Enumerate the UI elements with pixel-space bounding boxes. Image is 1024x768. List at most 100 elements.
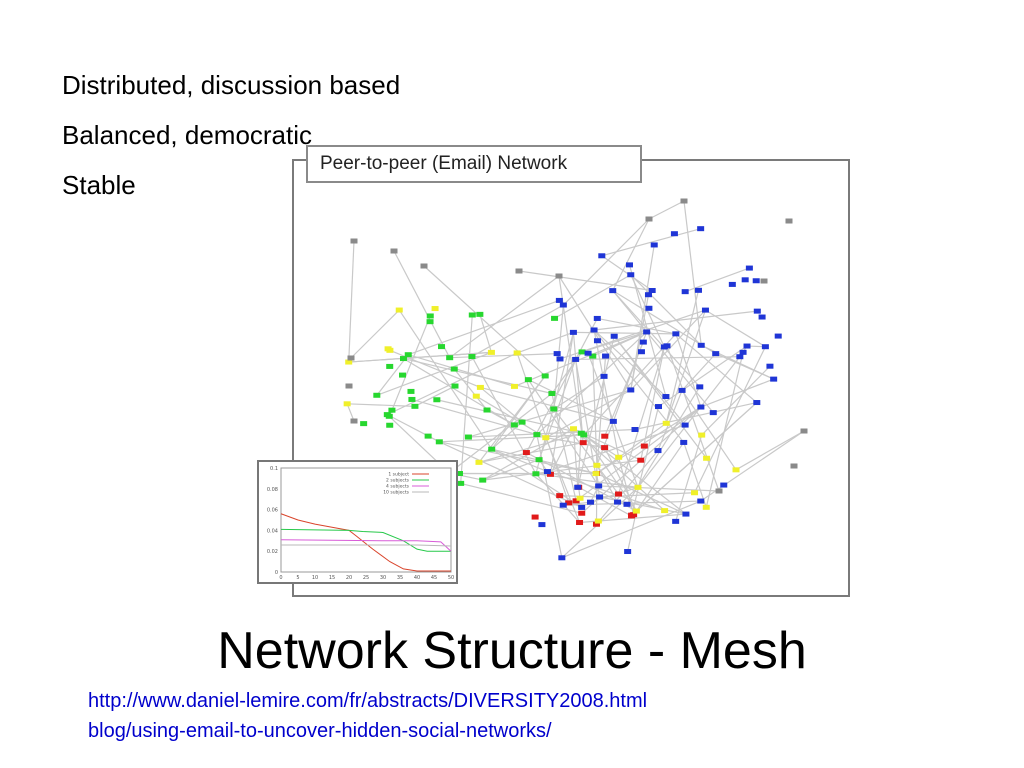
network-node [644, 292, 652, 298]
network-edge [601, 255, 653, 292]
network-node [697, 342, 705, 348]
network-node [408, 396, 416, 402]
network-node [479, 477, 487, 483]
network-node [712, 351, 720, 357]
reference-link[interactable]: blog/using-email-to-uncover-hidden-socia… [88, 720, 552, 742]
network-node [385, 413, 393, 419]
network-node [556, 356, 564, 362]
network-edge [535, 473, 580, 523]
network-edge [536, 331, 648, 436]
network-node [680, 198, 688, 204]
inset-xtick-label: 50 [448, 575, 454, 581]
inset-legend-label: 10 subjects [383, 490, 409, 496]
network-node [522, 450, 530, 456]
network-node [681, 289, 689, 295]
network-edge [700, 378, 774, 408]
network-node [672, 518, 680, 524]
network-edge [589, 485, 600, 503]
network-node [531, 514, 539, 520]
network-node [576, 520, 584, 526]
network-node [720, 482, 728, 488]
network-node [760, 278, 768, 284]
network-edge [630, 274, 665, 348]
network-node [623, 501, 631, 507]
inset-xtick-label: 25 [363, 575, 369, 581]
network-node [373, 392, 381, 398]
network-node [569, 426, 577, 432]
network-edge [613, 335, 708, 459]
network-edge [468, 428, 636, 438]
network-node [774, 333, 782, 339]
network-node [632, 508, 640, 514]
reference-link[interactable]: http://www.daniel-lemire.com/fr/abstract… [88, 690, 648, 712]
network-edges [346, 200, 805, 559]
network-edge [376, 354, 409, 396]
network-node [350, 238, 358, 244]
network-node [709, 410, 717, 416]
network-node [510, 422, 518, 428]
network-edge [475, 395, 547, 439]
network-node [558, 555, 566, 561]
network-figure-title: Peer-to-peer (Email) Network [306, 145, 642, 183]
inset-xtick-label: 20 [346, 575, 352, 581]
network-edge [478, 442, 584, 463]
network-node [594, 518, 602, 524]
network-node [532, 471, 540, 477]
network-node [593, 462, 601, 468]
bullet-list: Distributed, discussion based Balanced, … [62, 60, 400, 210]
network-node [390, 248, 398, 254]
network-node [435, 439, 443, 445]
network-edge [547, 471, 665, 512]
network-edge [468, 389, 631, 438]
network-node [601, 433, 609, 439]
inset-xtick-label: 0 [279, 575, 282, 581]
network-node [468, 312, 476, 318]
network-edge [348, 351, 492, 363]
network-node [386, 363, 394, 369]
network-node [555, 297, 563, 303]
network-edge [705, 309, 766, 348]
inset-xtick-label: 15 [329, 575, 335, 581]
network-edge [601, 228, 701, 257]
network-edge [528, 379, 614, 422]
network-node [736, 354, 744, 360]
network-edge [693, 346, 766, 494]
network-node [655, 404, 663, 410]
network-node [584, 350, 592, 356]
network-edge [350, 309, 400, 359]
network-edge [617, 346, 665, 495]
network-node [580, 432, 588, 438]
network-edge [491, 448, 582, 508]
network-node [510, 383, 518, 389]
network-node [697, 226, 705, 232]
network-node [345, 359, 353, 365]
network-edge [648, 200, 685, 220]
network-edge [527, 379, 600, 487]
inset-ytick-label: 0 [275, 570, 278, 576]
network-node [455, 471, 463, 477]
network-node [670, 231, 678, 237]
network-edge [408, 299, 560, 356]
network-node [672, 331, 680, 337]
network-node [697, 498, 705, 504]
network-node [347, 355, 355, 361]
network-node [572, 498, 580, 504]
network-node [399, 372, 407, 378]
network-node [766, 363, 774, 369]
network-node [648, 288, 656, 294]
network-node [438, 344, 446, 350]
network-edge [572, 428, 579, 488]
reference-links: http://www.daniel-lemire.com/fr/abstract… [88, 686, 647, 746]
network-node [360, 421, 368, 427]
network-node [741, 277, 749, 283]
network-node [698, 432, 706, 438]
network-edge [436, 399, 582, 434]
network-node [678, 387, 686, 393]
network-node [715, 488, 723, 494]
network-node [595, 483, 603, 489]
network-edge [562, 218, 650, 306]
inset-legend-label: 4 subjects [386, 484, 410, 490]
network-node [745, 265, 753, 271]
network-edge [482, 459, 641, 481]
